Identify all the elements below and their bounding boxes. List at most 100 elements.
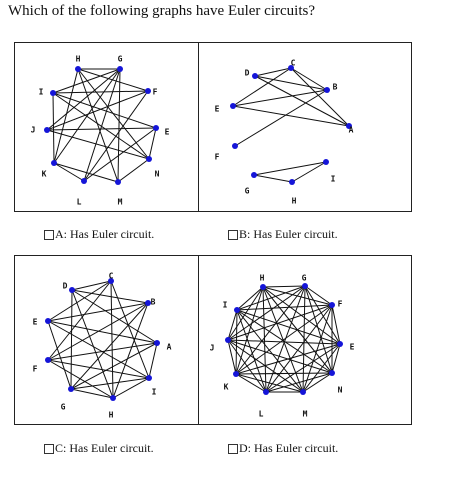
vertex-label-B: B [151,298,156,307]
edge-M-N [117,158,150,183]
vertex-D [252,73,258,79]
edge-G-F [304,285,333,306]
edge-L-E [83,127,157,182]
vertex-label-H: H [292,197,297,206]
edge-G-N [304,285,333,374]
edge-G-E [304,285,341,345]
vertex-F [45,357,51,363]
vertex-E [230,103,236,109]
vertex-L [263,389,269,395]
edge-I-K [235,309,238,375]
vertex-B [145,300,151,306]
edge-K-L [53,162,85,182]
edge-H-I [291,161,327,183]
question-text: Which of the following graphs have Euler… [8,3,315,19]
edge-K-L [235,373,267,393]
vertex-I [234,307,240,313]
vertex-label-M: M [303,410,308,419]
edge-E-L [265,343,341,393]
edge-D-G [70,289,73,390]
edge-G-J [46,68,121,131]
edge-A-F [47,342,158,361]
edge-I-H [112,377,150,399]
option-b-checkbox[interactable]: B: Has Euler circuit. [228,227,338,242]
edge-F-L [83,90,149,182]
edge-B-E [47,302,149,322]
option-a-checkbox[interactable]: A: Has Euler circuit. [44,227,154,242]
vertex-label-L: L [259,410,264,419]
vertex-I [323,159,329,165]
option-c-label: C: Has Euler circuit. [55,441,154,455]
vertex-label-E: E [165,128,170,137]
vertex-E [45,318,51,324]
vertex-label-G: G [245,187,250,196]
edge-G-K [235,285,306,375]
vertex-label-E: E [33,318,38,327]
vertex-label-F: F [33,365,38,374]
edge-K-M [53,162,119,183]
vertex-M [115,179,121,185]
vertex-label-I: I [223,301,228,310]
edge-G-L [83,68,121,182]
vertex-C [108,278,114,284]
vertex-label-J: J [210,344,215,353]
vertex-label-I: I [152,388,157,397]
vertex-G [68,386,74,392]
vertex-label-H: H [260,274,265,283]
vertex-G [302,283,308,289]
edge-G-H [70,388,114,399]
edge-C-A [290,67,350,127]
edge-H-F [77,68,149,92]
option-d-checkbox[interactable]: D: Has Euler circuit. [228,441,338,456]
edge-D-A [254,75,350,127]
vertex-label-F: F [215,153,220,162]
vertex-J [225,337,231,343]
edge-F-M [302,304,333,393]
checkbox-icon[interactable] [228,443,238,454]
edge-I-N [236,309,333,374]
edge-E-I [47,320,150,379]
edge-G-H [253,174,293,183]
checkbox-icon[interactable] [44,229,54,240]
vertex-label-J: J [31,126,36,135]
vertex-A [154,340,160,346]
edge-C-E [47,280,112,322]
edge-D-B [71,289,149,304]
edge-C-I [110,280,150,379]
edge-E-K [235,343,341,375]
vertex-label-H: H [109,411,114,420]
edge-J-E [46,127,157,131]
edge-I-F [236,304,333,311]
edge-H-I [236,286,264,311]
vertex-H [289,179,295,185]
vertex-label-D: D [245,69,250,78]
vertex-label-D: D [63,282,68,291]
edge-H-J [227,286,264,341]
vertex-F [329,302,335,308]
vertex-H [75,66,81,72]
edge-E-N [331,343,341,374]
vertex-G [251,172,257,178]
edge-I-E [236,309,341,345]
vertex-C [288,65,294,71]
edge-F-L [265,304,333,393]
edge-E-A [232,105,350,127]
edge-B-G [70,302,149,390]
vertex-F [145,88,151,94]
checkbox-icon[interactable] [228,229,238,240]
edge-B-F [234,89,328,147]
vertex-label-G: G [118,55,123,64]
edge-I-G [52,68,121,94]
edge-J-N [46,129,150,160]
checkbox-icon[interactable] [44,443,54,454]
edge-E-A [47,320,158,344]
vertex-K [51,160,57,166]
option-c-checkbox[interactable]: C: Has Euler circuit. [44,441,154,456]
edge-C-E [232,67,292,107]
edge-I-E [52,92,157,129]
vertex-label-K: K [42,170,47,179]
